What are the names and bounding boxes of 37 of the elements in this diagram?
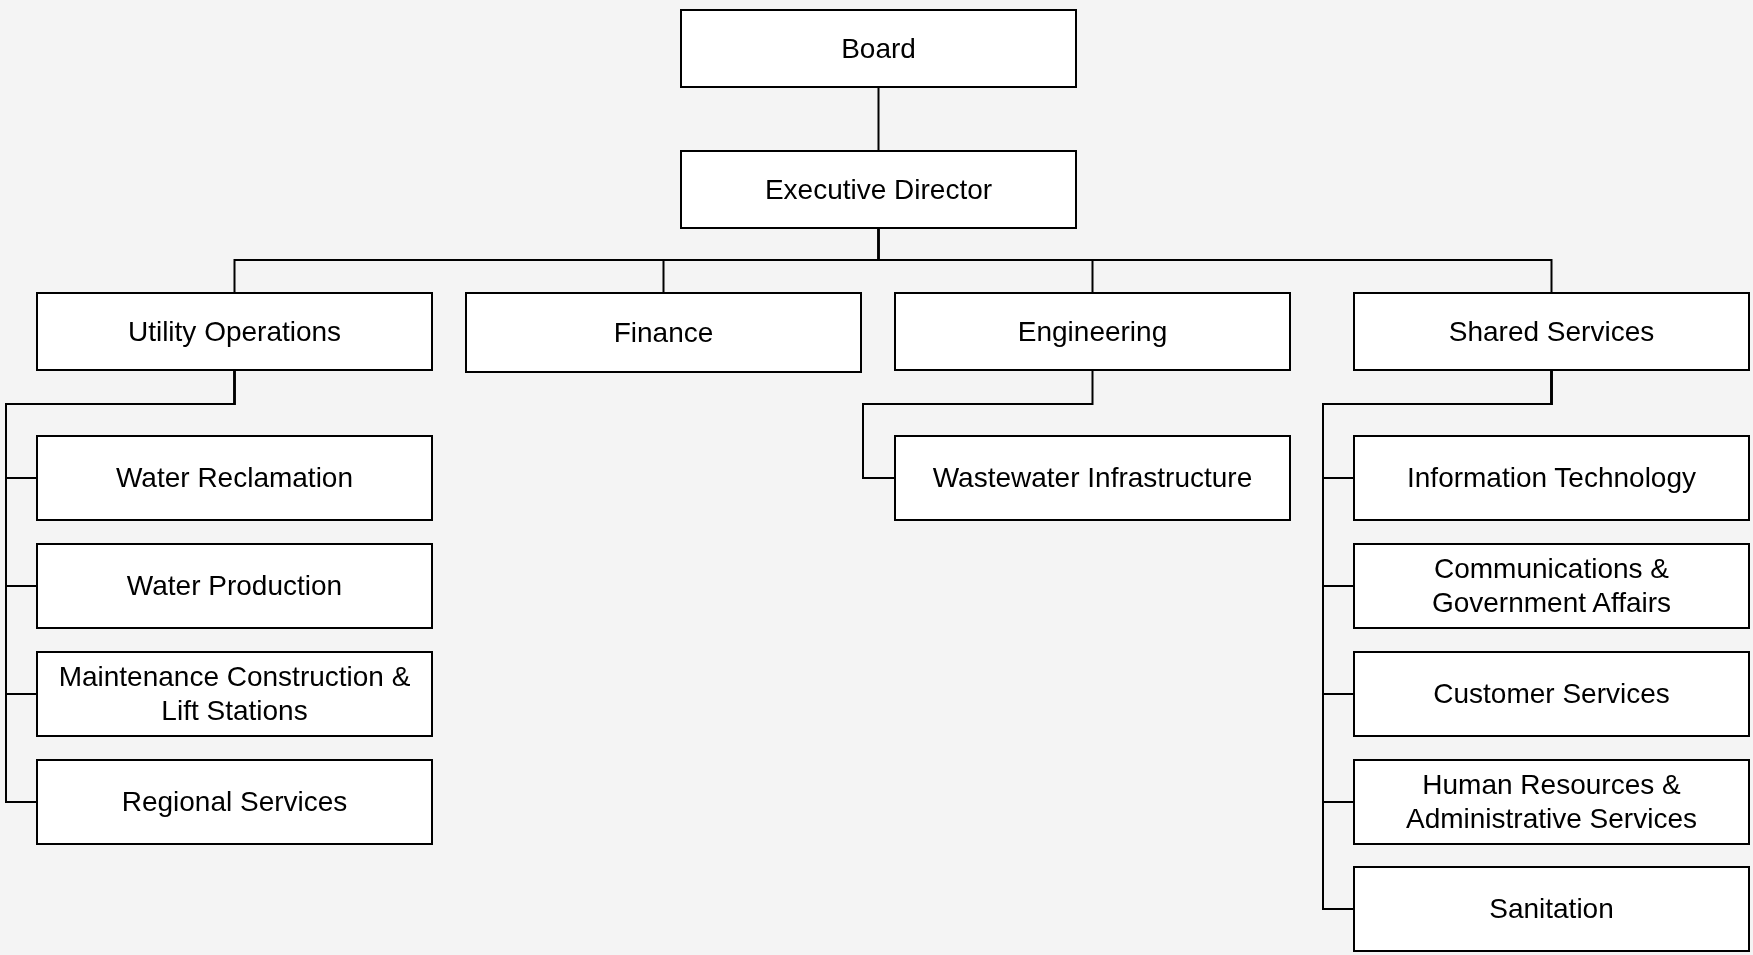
connector-line: [862, 370, 1094, 479]
box-label: Maintenance Construction & Lift Stations: [57, 660, 412, 728]
connector-line: [877, 87, 880, 151]
box-label: Engineering: [1016, 314, 1169, 349]
box-label: Utility Operations: [126, 314, 343, 349]
box-label: Finance: [612, 315, 715, 350]
org-box: [36, 292, 433, 371]
connector-line: [877, 228, 1553, 293]
org-box: [36, 759, 433, 845]
box-label: Customer Services: [1432, 677, 1671, 711]
org-box: [36, 435, 433, 521]
box-label: Communications & Government Affairs: [1430, 552, 1673, 620]
org-box: [1353, 651, 1750, 737]
box-label: Human Resources & Administrative Services: [1405, 768, 1698, 836]
box-label: Sanitation: [1488, 892, 1615, 926]
org-box: [1353, 543, 1750, 629]
org-box: [1353, 292, 1750, 371]
org-box: [1353, 759, 1750, 845]
org-box: [36, 543, 433, 629]
box-label: Board: [840, 31, 917, 66]
box-label: Executive Director: [763, 172, 994, 207]
box-label: Water Reclamation: [114, 461, 354, 495]
connector-line: [1322, 370, 1553, 910]
connector-line: [5, 370, 236, 803]
box-label: Information Technology: [1406, 461, 1697, 495]
org-box: [894, 435, 1291, 521]
box-label: Shared Services: [1447, 314, 1656, 349]
org-box: [465, 292, 862, 373]
org-box: [680, 150, 1077, 229]
box-label: Wastewater Infrastructure: [931, 461, 1254, 495]
org-box: [894, 292, 1291, 371]
box-label: Regional Services: [120, 785, 349, 819]
org-box: [1353, 435, 1750, 521]
org-box: [680, 9, 1077, 88]
box-label: Water Production: [125, 569, 344, 603]
org-box: [36, 651, 433, 737]
org-box: [1353, 866, 1750, 952]
